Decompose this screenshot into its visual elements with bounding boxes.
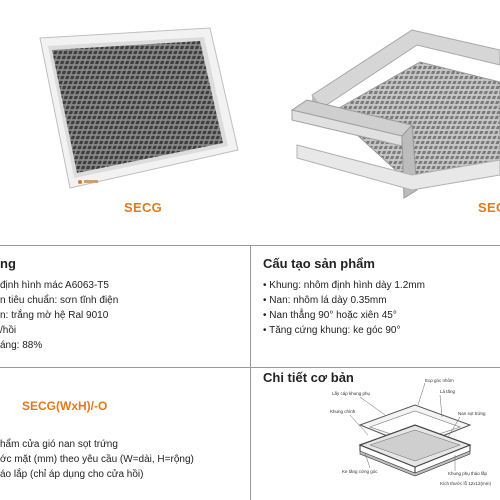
- callout-label: Ke tăng cứng góc: [342, 469, 378, 474]
- product-label-right: SEC: [478, 200, 500, 215]
- detail-diagram: Ecp góc nhôm Lấy cáp khung phụ Lá tăng K…: [330, 378, 491, 486]
- material-line: áng: 88%: [0, 340, 43, 351]
- material-list: định hình mác A6063-T5 n tiêu chuẩn: sơn…: [0, 278, 118, 353]
- code-line: ớc mặt (mm) theo yêu cầu (W=dài, H=rộng): [0, 454, 194, 465]
- code-line: hẩm cửa gió nan sọt trứng: [0, 439, 118, 450]
- structure-bullet: • Tăng cứng khung: ke góc 90°: [263, 325, 401, 336]
- product-image-secg-frame: SEC: [252, 0, 500, 245]
- callout-label: Khung chính: [330, 409, 356, 414]
- material-section-title: ng: [0, 256, 16, 271]
- divider-vertical: [250, 245, 251, 500]
- structure-list: • Khung: nhôm định hình dày 1.2mm • Nan:…: [263, 278, 425, 338]
- grille-illustration: [39, 27, 239, 189]
- product-label-left: SECG: [124, 200, 163, 215]
- brand-logo-icon: [78, 180, 82, 184]
- structure-section-title: Cấu tạo sản phẩm: [263, 256, 375, 271]
- structure-bullet: • Nan: nhôm lá dày 0.35mm: [263, 295, 387, 306]
- material-line: /hồi: [0, 325, 17, 336]
- callout-label: Nan sọt trứng: [458, 411, 486, 416]
- structure-bullet-text: Tăng cứng khung: ke góc 90°: [269, 325, 401, 336]
- callout-label: Kích thước lỗ 12x12(mm): [440, 480, 491, 486]
- callout-label: Khung phụ tháo lắp: [448, 470, 488, 476]
- structure-bullet-text: Nan: nhôm lá dày 0.35mm: [269, 295, 387, 306]
- material-line: định hình mác A6063-T5: [0, 280, 109, 291]
- grille-frame-illustration: [290, 29, 500, 199]
- structure-bullet: • Nan thẳng 90° hoặc xiên 45°: [263, 310, 397, 321]
- product-code: SECG(WxH)/-O: [22, 399, 108, 413]
- product-image-secg: SECG: [0, 0, 248, 245]
- code-line: áo lắp (chỉ áp dụng cho cửa hồi): [0, 469, 144, 480]
- callout-label: Ecp góc nhôm: [425, 378, 454, 383]
- code-explanation-list: hẩm cửa gió nan sọt trứng ớc mặt (mm) th…: [0, 437, 194, 482]
- callout-label: Lấy cáp khung phụ: [332, 391, 371, 396]
- structure-bullet: • Khung: nhôm định hình dày 1.2mm: [263, 280, 425, 291]
- structure-bullet-text: Khung: nhôm định hình dày 1.2mm: [269, 280, 425, 291]
- detail-section-title: Chi tiết cơ bản: [263, 370, 354, 385]
- callout-label: Lá tăng: [440, 389, 456, 394]
- material-line: n: trắng mờ hệ Ral 9010: [0, 310, 109, 321]
- structure-bullet-text: Nan thẳng 90° hoặc xiên 45°: [269, 310, 397, 321]
- material-line: n tiêu chuẩn: sơn tĩnh điện: [0, 295, 119, 306]
